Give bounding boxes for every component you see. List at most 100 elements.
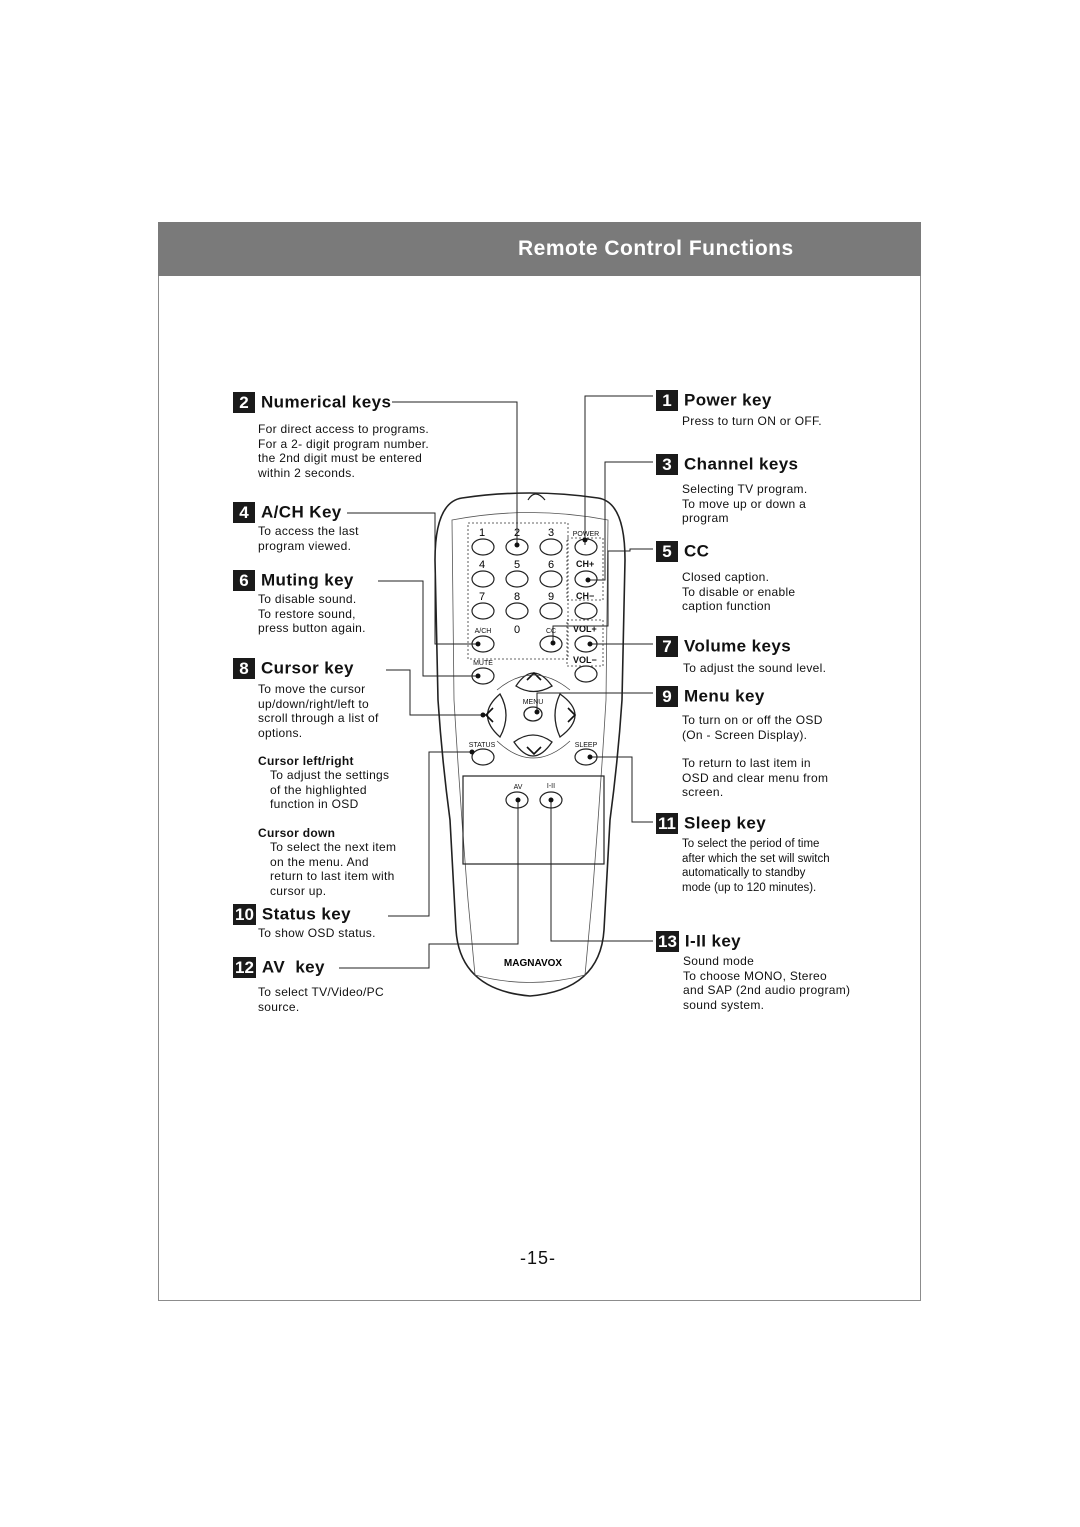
key-label-1: 1 bbox=[479, 527, 485, 539]
key-8 bbox=[505, 602, 529, 620]
leader-sleep bbox=[590, 756, 653, 823]
section-title: Numerical keys bbox=[261, 392, 392, 412]
section-title: Status key bbox=[261, 904, 351, 924]
badge-12: 12 bbox=[233, 957, 256, 978]
section-title: CC bbox=[684, 541, 710, 561]
leader-cursor bbox=[386, 669, 483, 716]
badge-6: 6 bbox=[233, 570, 255, 591]
section-channel-keys: 3 Channel keys bbox=[656, 454, 798, 475]
section-power-key: 1 Power key bbox=[656, 390, 772, 411]
section-title: A/CH Key bbox=[261, 502, 342, 522]
page-header-bar bbox=[158, 222, 921, 276]
key-label-5: 5 bbox=[514, 559, 520, 571]
svg-text:VOL−: VOL− bbox=[573, 655, 597, 665]
section-sleep-key: 11 Sleep key bbox=[656, 813, 766, 834]
page-number: -15- bbox=[520, 1248, 557, 1268]
badge-3: 3 bbox=[656, 454, 678, 475]
leader-status bbox=[388, 751, 472, 917]
section-ach-key: 4 A/CH Key bbox=[233, 502, 342, 523]
badge-2: 2 bbox=[233, 392, 255, 413]
leader-av bbox=[339, 800, 519, 969]
svg-text:POWER: POWER bbox=[573, 531, 599, 538]
section-cc: 5 CC bbox=[656, 541, 709, 562]
section-title: Muting key bbox=[261, 570, 354, 590]
key-label-9: 9 bbox=[548, 591, 554, 603]
cursor-left-right-desc: To adjust the settings of the highlighte… bbox=[270, 768, 390, 811]
badge-4: 4 bbox=[233, 502, 255, 523]
svg-text:STATUS: STATUS bbox=[469, 742, 496, 749]
svg-text:CH+: CH+ bbox=[576, 559, 594, 569]
i-ii-desc: Sound mode To choose MONO, Stereo and SA… bbox=[683, 954, 851, 1012]
numerical-desc: For direct access to programs. For a 2- … bbox=[258, 422, 430, 480]
key-vol-down bbox=[574, 665, 598, 683]
section-title: Power key bbox=[684, 390, 772, 410]
svg-text:CC: CC bbox=[546, 628, 556, 635]
key-4 bbox=[471, 570, 495, 588]
key-6 bbox=[539, 570, 563, 588]
section-title: Sleep key bbox=[684, 813, 767, 833]
badge-7: 7 bbox=[656, 636, 678, 657]
menu-desc: To turn on or off the OSD (On - Screen D… bbox=[682, 713, 823, 742]
key-9 bbox=[539, 602, 563, 620]
section-title: Menu key bbox=[684, 686, 765, 706]
cursor-down-key bbox=[513, 734, 553, 757]
svg-text:VOL+: VOL+ bbox=[573, 624, 597, 634]
key-label-7: 7 bbox=[479, 591, 485, 603]
section-numerical-keys: 2 Numerical keys bbox=[233, 392, 391, 413]
status-desc: To show OSD status. bbox=[258, 926, 376, 940]
badge-11: 11 bbox=[656, 813, 678, 834]
remote-display-panel bbox=[462, 775, 605, 865]
menu-desc-2: To return to last item in OSD and clear … bbox=[682, 756, 829, 799]
svg-text:SLEEP: SLEEP bbox=[575, 742, 598, 749]
leader-power bbox=[584, 395, 653, 545]
cursor-left-right-title: Cursor left/right bbox=[258, 754, 354, 768]
page-title: Remote Control Functions bbox=[518, 237, 794, 260]
section-title: AV key bbox=[261, 957, 325, 977]
section-title: Cursor key bbox=[261, 658, 354, 678]
cursor-left-key bbox=[486, 693, 507, 739]
cursor-down-desc: To select the next item on the menu. And… bbox=[270, 840, 397, 898]
leader-channel bbox=[588, 461, 653, 581]
svg-text:MUTE: MUTE bbox=[473, 660, 493, 667]
leader-muting bbox=[378, 580, 478, 677]
power-desc: Press to turn ON or OFF. bbox=[682, 414, 822, 428]
badge-1: 1 bbox=[656, 390, 678, 411]
svg-text:AV: AV bbox=[514, 784, 523, 791]
badge-10: 10 bbox=[233, 904, 256, 925]
section-menu-key: 9 Menu key bbox=[656, 686, 765, 707]
badge-5: 5 bbox=[656, 541, 678, 562]
svg-text:CH−: CH− bbox=[576, 591, 594, 601]
svg-text:MENU: MENU bbox=[523, 699, 544, 706]
av-desc: To select TV/Video/PC source. bbox=[258, 985, 384, 1014]
cursor-down-title: Cursor down bbox=[258, 826, 336, 840]
leader-numerical bbox=[392, 401, 518, 545]
key-ch-down bbox=[574, 602, 598, 620]
svg-text:I-II: I-II bbox=[547, 783, 555, 790]
cc-desc: Closed caption. To disable or enable cap… bbox=[682, 570, 796, 613]
muting-desc: To disable sound. To restore sound, pres… bbox=[258, 592, 366, 635]
cursor-desc: To move the cursor up/down/right/left to… bbox=[258, 682, 379, 740]
key-3 bbox=[539, 538, 563, 556]
svg-text:A/CH: A/CH bbox=[475, 628, 492, 635]
key-label-0: 0 bbox=[514, 624, 520, 636]
key-label-3: 3 bbox=[548, 527, 554, 539]
leader-menu bbox=[536, 692, 653, 712]
leader-cc bbox=[552, 548, 653, 643]
sleep-desc: To select the period of time after which… bbox=[682, 838, 830, 894]
channel-desc: Selecting TV program. To move up or down… bbox=[682, 482, 808, 525]
key-label-6: 6 bbox=[548, 559, 554, 571]
badge-13: 13 bbox=[656, 931, 679, 952]
ach-desc: To access the last program viewed. bbox=[258, 524, 359, 553]
leader-i-ii bbox=[550, 800, 653, 942]
key-menu bbox=[523, 706, 543, 722]
key-label-8: 8 bbox=[514, 591, 520, 603]
badge-9: 9 bbox=[656, 686, 678, 707]
key-7 bbox=[471, 602, 495, 620]
key-label-4: 4 bbox=[479, 559, 485, 571]
section-title: Channel keys bbox=[684, 454, 799, 474]
